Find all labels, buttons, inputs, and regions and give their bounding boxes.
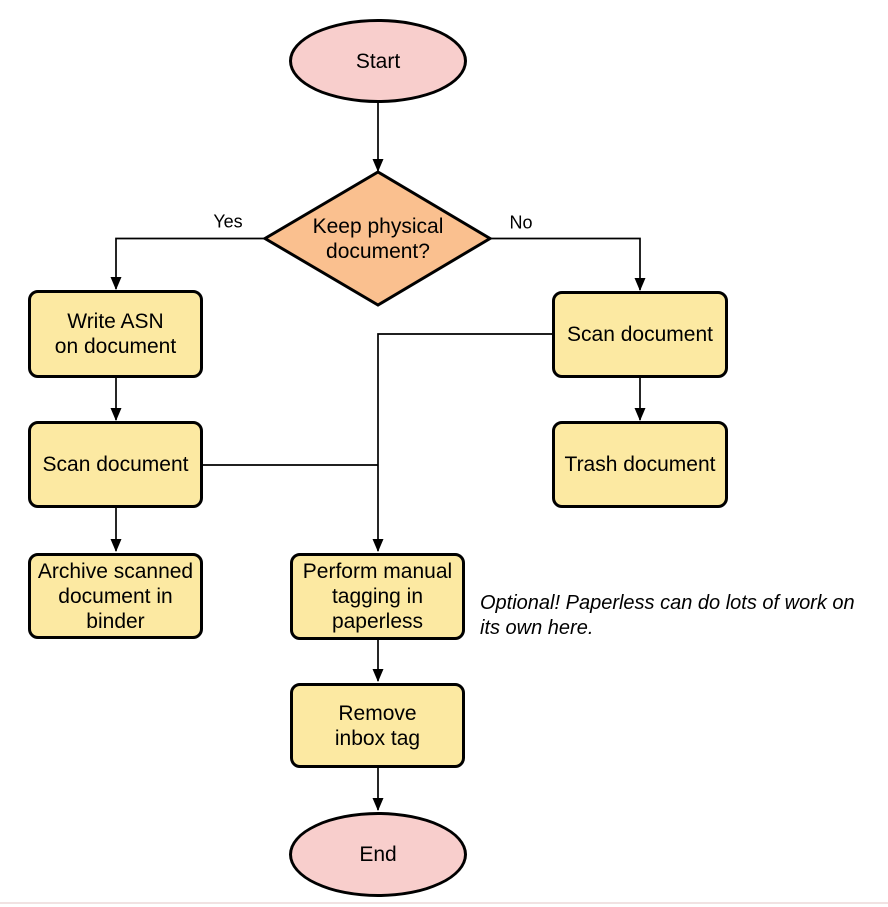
node-scan-left-label: Scan document (42, 453, 189, 476)
node-archive: Archive scanned document in binder (28, 553, 203, 639)
node-start-label: Start (355, 49, 401, 73)
node-trash-label: Trash document (564, 453, 716, 476)
node-archive-label: Archive scanned document in binder (37, 559, 194, 633)
edge-decision-no-to-scan-right (490, 237, 646, 291)
node-trash: Trash document (552, 421, 728, 508)
node-decision: Keep physical document? (278, 210, 478, 267)
node-start: Start (289, 19, 467, 103)
edge-decision-yes-to-write-asn (110, 237, 265, 290)
node-write-asn-label: Write ASN on document (54, 310, 177, 358)
node-scan-right-label: Scan document (567, 323, 713, 346)
node-end: End (289, 812, 467, 897)
node-remove-inbox-label: Remove inbox tag (334, 701, 421, 750)
node-end-label: End (359, 843, 397, 866)
edge-label-no: No (509, 212, 533, 233)
decision-diamond-shape (262, 170, 493, 307)
node-scan-right: Scan document (552, 291, 728, 378)
node-remove-inbox: Remove inbox tag (290, 683, 465, 768)
node-tagging-label: Perform manual tagging in paperless (302, 560, 453, 633)
bottom-hairline (0, 902, 888, 904)
edge-label-yes: Yes (213, 211, 243, 232)
node-scan-left: Scan document (28, 421, 203, 508)
node-decision-label: Keep physical document? (312, 214, 444, 263)
node-write-asn: Write ASN on document (28, 290, 203, 378)
optional-note: Optional! Paperless can do lots of work … (480, 592, 855, 639)
node-tagging: Perform manual tagging in paperless (290, 553, 465, 640)
edge-scan-right-to-tagging (372, 333, 552, 552)
